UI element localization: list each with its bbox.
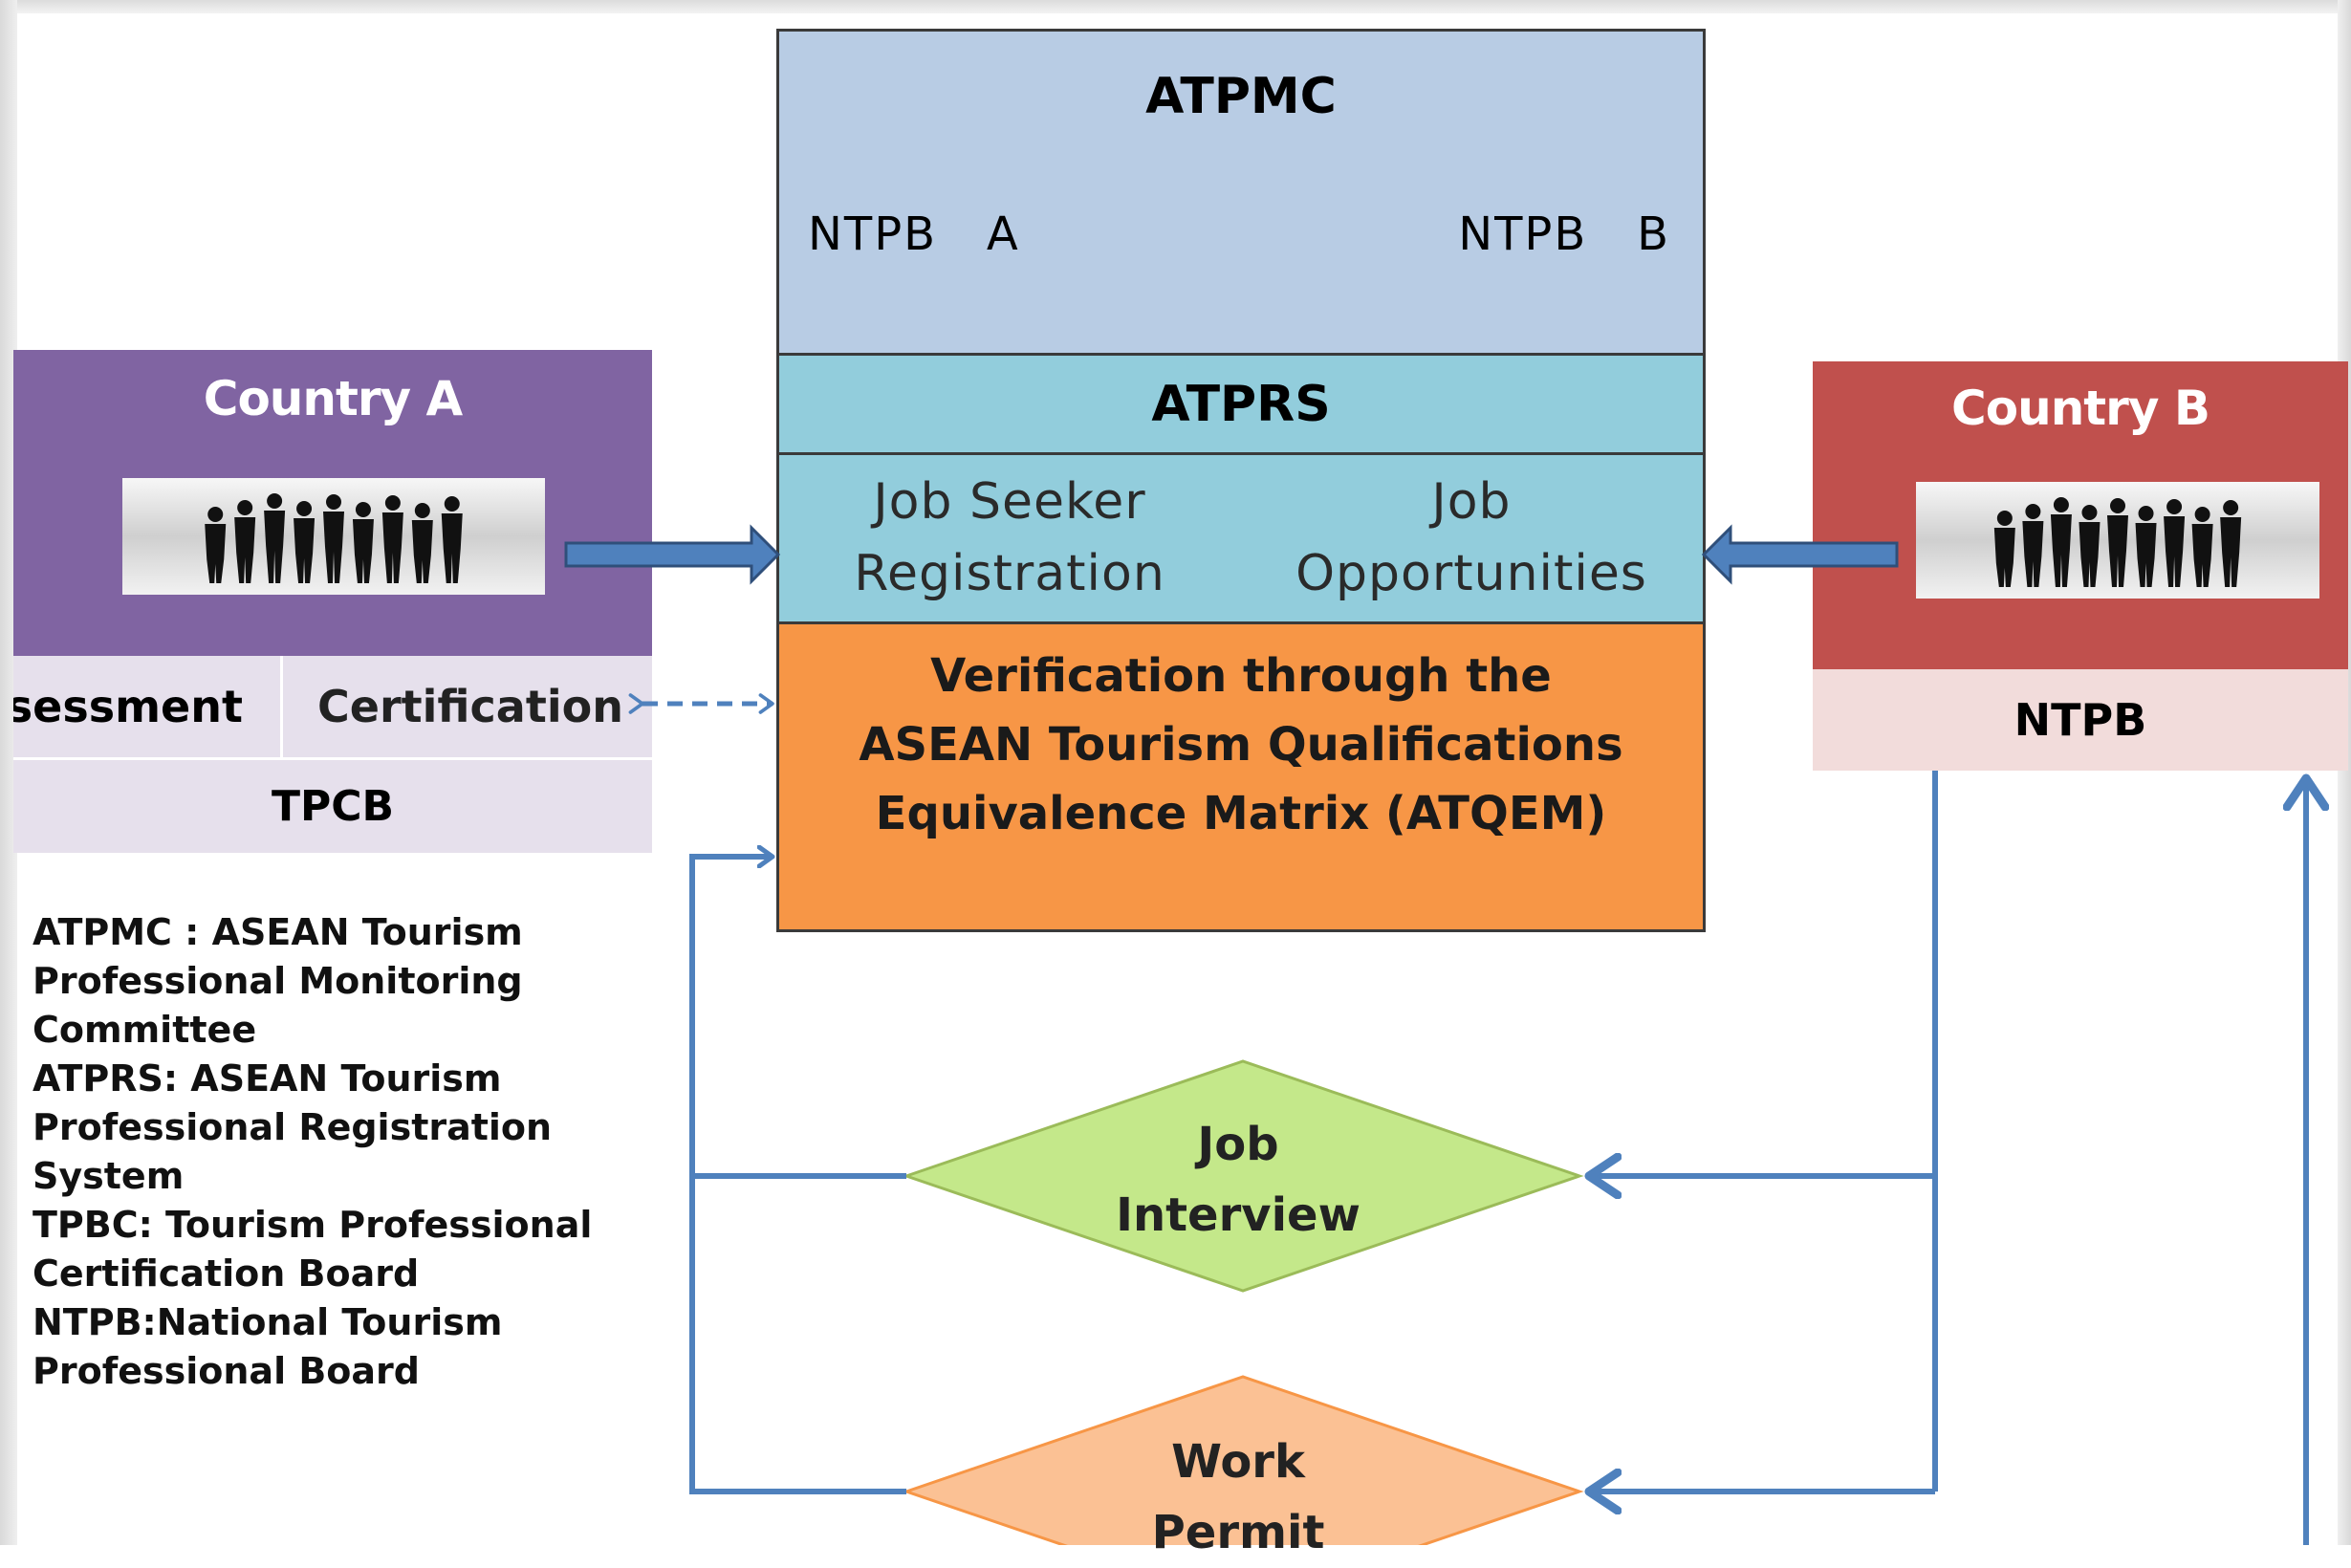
people-silhouette-icon [1916, 482, 2319, 599]
atprs-box: ATPRS [776, 356, 1706, 455]
person-silhouette [323, 494, 344, 583]
legend-line: Professional Board [33, 1350, 420, 1392]
legend-line: Certification Board [33, 1252, 420, 1295]
work-permit-label: Work Permit [1033, 1426, 1444, 1568]
work-permit-line-1: Work [1171, 1435, 1305, 1489]
person-silhouette [2022, 504, 2044, 587]
person-silhouette [2079, 505, 2101, 587]
atpmc-box: ATPMC NTPB A NTPB B [776, 29, 1706, 356]
job-seeker-line-2: Registration [854, 545, 1165, 602]
legend-line: TPBC: Tourism Professional [33, 1204, 593, 1246]
tpcb-row: TPCB [13, 757, 652, 853]
job-interview-line-2: Interview [1116, 1188, 1361, 1242]
legend-line: Professional Registration [33, 1106, 553, 1148]
atpmc-title: ATPMC [1145, 68, 1337, 125]
legend-line: NTPB:National Tourism [33, 1301, 503, 1343]
work-permit-line-2: Permit [1151, 1506, 1325, 1559]
slide-frame-top [0, 0, 2351, 13]
arrow-country-a-to-atprs [564, 524, 781, 585]
person-silhouette [2050, 497, 2072, 587]
person-silhouette [2191, 507, 2213, 587]
verification-box: Verification through the ASEAN Tourism Q… [776, 624, 1706, 932]
person-silhouette [411, 503, 433, 583]
person-silhouette [264, 493, 286, 583]
job-opportunities-line-1: Job [1431, 472, 1512, 531]
job-opportunities-line-2: Opportunities [1295, 545, 1647, 602]
ntpb-a-label: NTPB A [808, 207, 1020, 261]
person-silhouette [381, 495, 403, 583]
tpcb-label: TPCB [271, 782, 395, 831]
ntpb-row: NTPB [1813, 669, 2348, 771]
legend-line: ATPMC : ASEAN Tourism [33, 911, 523, 953]
person-silhouette [352, 502, 374, 583]
ntpb-label: NTPB [2014, 694, 2147, 746]
person-silhouette [205, 507, 227, 583]
person-silhouette [2220, 500, 2242, 587]
verification-line-2: ASEAN Tourism Qualifications [859, 718, 1623, 772]
assessment-label: sessment [13, 681, 243, 732]
job-seeker-registration-cell: Job Seeker Registration [776, 455, 1243, 624]
job-seeker-line-1: Job Seeker [873, 472, 1146, 531]
people-silhouette-icon [122, 478, 545, 595]
country-a-title: Country A [203, 371, 464, 426]
country-b-title: Country B [1951, 381, 2210, 436]
job-opportunities-cell: Job Opportunities [1240, 455, 1706, 624]
slide-frame-left [0, 0, 17, 1545]
person-silhouette [2107, 498, 2128, 587]
verification-line-1: Verification through the [930, 649, 1552, 703]
person-silhouette [1993, 511, 2015, 587]
job-interview-label: Job Interview [1033, 1109, 1444, 1251]
verification-line-3: Equivalence Matrix (ATQEM) [875, 787, 1607, 840]
person-silhouette [2135, 506, 2157, 587]
certification-label: Certification [317, 681, 623, 732]
ntpb-b-label: NTPB B [1458, 207, 1670, 261]
work-permit-to-verification-line [689, 1176, 906, 1494]
job-interview-line-1: Job [1197, 1118, 1279, 1171]
work-permit-diamond [902, 1375, 1584, 1545]
atprs-title: ATPRS [1151, 375, 1331, 433]
assessment-divider [280, 656, 283, 757]
person-silhouette [2164, 499, 2186, 587]
atprs-divider [776, 453, 1706, 456]
country-a-box: Country A [13, 350, 652, 656]
arrow-country-b-to-atprs [1701, 524, 1899, 585]
person-silhouette [234, 500, 256, 583]
legend-line: System [33, 1155, 185, 1197]
job-interview-to-verification-line [689, 857, 906, 1179]
job-interview-diamond [902, 1059, 1584, 1293]
country-b-box: Country B [1813, 361, 2348, 669]
person-silhouette [441, 496, 463, 583]
legend-line: ATPRS: ASEAN Tourism [33, 1057, 502, 1100]
legend: ATPMC : ASEAN Tourism Professional Monit… [33, 908, 593, 1396]
legend-line: Committee [33, 1009, 257, 1051]
person-silhouette [294, 501, 316, 583]
country-a-assessment-row: sessment Certification [13, 656, 652, 757]
legend-line: Professional Monitoring [33, 960, 523, 1002]
